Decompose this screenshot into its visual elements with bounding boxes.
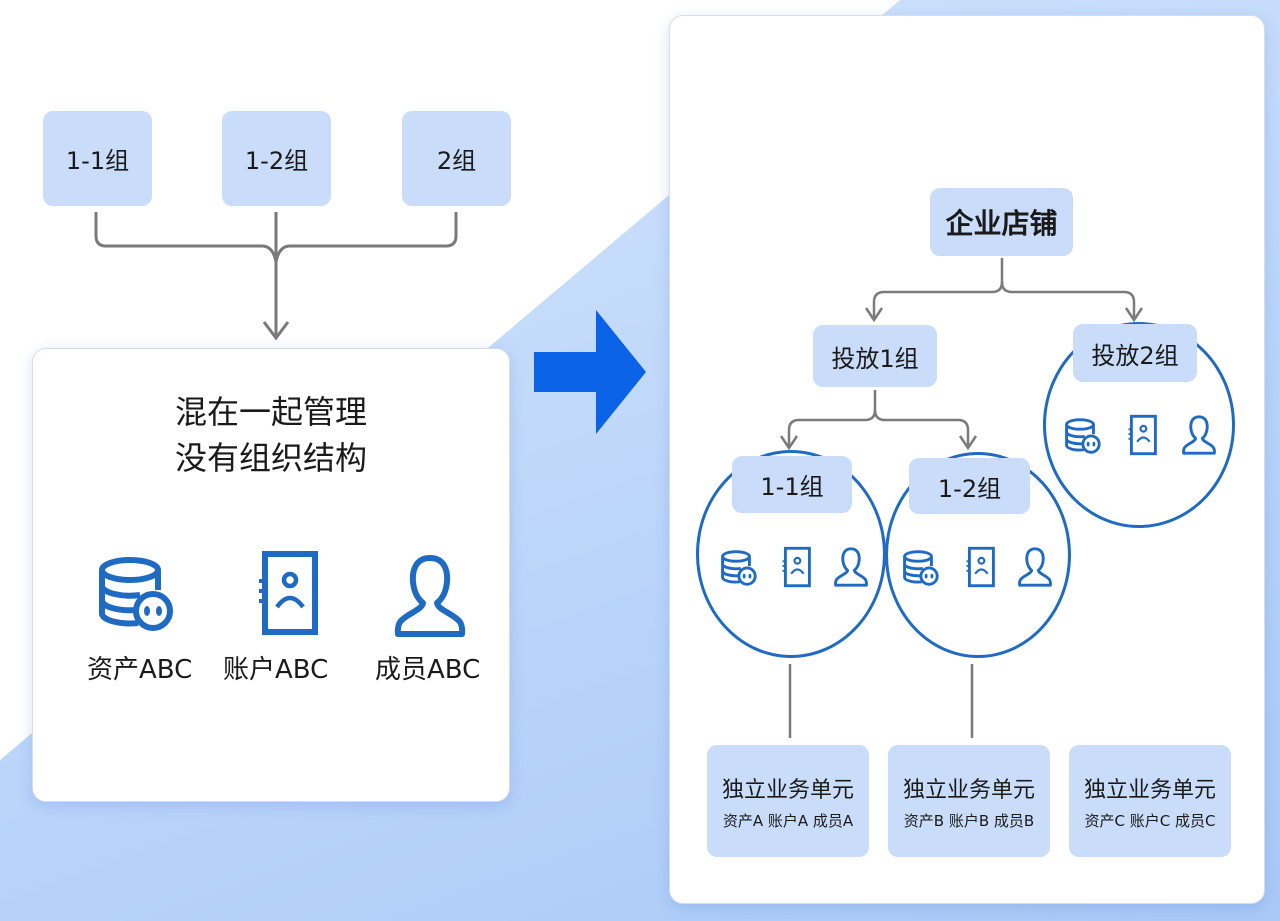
unit-title: 独立业务单元 bbox=[721, 777, 854, 803]
member-label: 成员ABC bbox=[375, 655, 481, 685]
unstructured-title: 混在一起管理 没有组织结构 bbox=[33, 389, 509, 481]
arrow-right-icon bbox=[534, 310, 646, 434]
unstructured-card: 混在一起管理 没有组织结构 资产ABC 账户ABC 成员ABC bbox=[32, 348, 510, 802]
asset-label: 资产ABC bbox=[87, 655, 193, 685]
business-unit-b: 独立业务单元 资产B 账户B 成员B bbox=[888, 745, 1050, 857]
level2-node-1-1: 1-1组 bbox=[732, 456, 852, 513]
title-line-1: 混在一起管理 bbox=[174, 393, 367, 431]
group-circle-1-1 bbox=[696, 450, 886, 658]
business-unit-a: 独立业务单元 资产A 账户A 成员A bbox=[707, 745, 869, 857]
node-label: 投放2组 bbox=[1091, 341, 1179, 370]
unit-title: 独立业务单元 bbox=[1083, 777, 1216, 803]
left-group-node-2: 2组 bbox=[402, 111, 511, 206]
group-circle-level1-2 bbox=[1043, 322, 1235, 528]
node-label: 企业店铺 bbox=[945, 207, 1058, 240]
left-merge-connector bbox=[94, 212, 458, 341]
node-label: 2组 bbox=[436, 147, 477, 175]
node-label: 投放1组 bbox=[831, 344, 919, 373]
node-label: 1-2组 bbox=[244, 147, 309, 175]
group-circle-1-2 bbox=[885, 452, 1071, 658]
business-unit-c: 独立业务单元 资产C 账户C 成员C bbox=[1069, 745, 1231, 857]
account-label: 账户ABC bbox=[223, 655, 329, 685]
level1-node-2: 投放2组 bbox=[1073, 324, 1197, 382]
left-group-node-1-2: 1-2组 bbox=[222, 111, 331, 206]
node-label: 1-2组 bbox=[937, 474, 1002, 503]
title-line-2: 没有组织结构 bbox=[174, 439, 367, 477]
node-label: 1-1组 bbox=[760, 473, 824, 501]
root-node-enterprise-store: 企业店铺 bbox=[930, 188, 1073, 256]
left-group-node-1-1: 1-1组 bbox=[43, 111, 152, 206]
level2-node-1-2: 1-2组 bbox=[909, 458, 1030, 514]
unit-detail: 资产B 账户B 成员B bbox=[903, 811, 1035, 830]
level1-node-1: 投放1组 bbox=[813, 325, 937, 387]
node-label: 1-1组 bbox=[65, 147, 130, 175]
unit-detail: 资产C 账户C 成员C bbox=[1084, 811, 1216, 830]
unit-title: 独立业务单元 bbox=[902, 777, 1035, 803]
unit-detail: 资产A 账户A 成员A bbox=[722, 811, 854, 830]
